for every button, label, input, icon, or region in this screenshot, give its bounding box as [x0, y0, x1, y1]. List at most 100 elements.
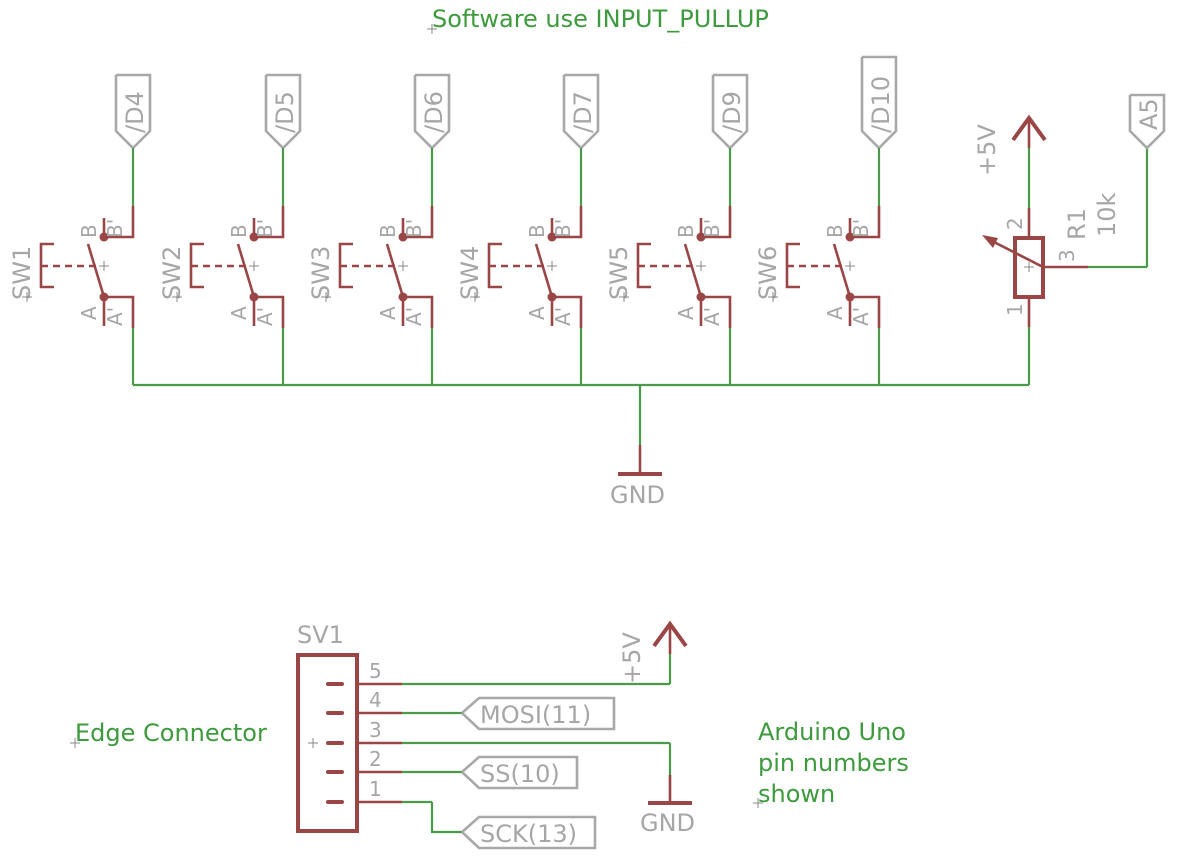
pin-b-dot — [845, 232, 855, 242]
pot-value: 10k — [1093, 192, 1121, 237]
origin-marker-icon — [696, 261, 706, 271]
pin-label-a2: A' — [849, 307, 873, 326]
net-label-d9: /D9 — [711, 73, 749, 150]
origin-marker-icon — [308, 738, 318, 748]
pin-b — [701, 206, 732, 239]
pin-b-dot — [547, 232, 557, 242]
origin-marker-icon — [22, 292, 32, 302]
pin-label-a: A — [525, 306, 549, 320]
pin-b-dot — [398, 232, 408, 242]
connector-pin-2: 2 — [326, 747, 402, 774]
pin-b-dot — [99, 232, 109, 242]
pin-label-b: B — [674, 224, 698, 238]
pot-pin-label-1: 1 — [1003, 303, 1027, 316]
origin-marker-icon — [845, 261, 855, 271]
pin-a — [699, 295, 732, 328]
pot-pin-label-2: 2 — [1003, 217, 1027, 230]
wiper-arrow-line — [989, 238, 1044, 269]
origin-marker-icon — [768, 292, 778, 302]
origin-marker-icon — [753, 798, 763, 808]
pin-label-a2: A' — [700, 307, 724, 326]
ground-bus: GND — [133, 383, 1029, 509]
pin-number: 2 — [369, 747, 382, 771]
gnd-label-2: GND — [640, 809, 695, 837]
wire-sck-route — [430, 802, 462, 834]
pin-label-a: A — [674, 306, 698, 320]
switch-name: SW6 — [754, 246, 782, 300]
origin-marker-icon — [1024, 262, 1034, 272]
connector-pin-3: 3 — [326, 718, 402, 745]
pin-label-b: B — [77, 224, 101, 238]
pin-a — [252, 295, 285, 328]
pin-label-b2: B' — [700, 219, 724, 238]
origin-marker-icon — [470, 292, 480, 302]
switch-name: SW2 — [158, 246, 186, 300]
mosi-label-frame — [461, 696, 616, 731]
pin-label-a2: A' — [253, 307, 277, 326]
origin-marker-icon — [619, 292, 629, 302]
net-label-text: /D10 — [867, 76, 895, 133]
net-label-frame — [562, 73, 600, 150]
net-label-d5: /D5 — [264, 73, 302, 150]
a5-label-frame — [1128, 93, 1166, 150]
switch-name: SW5 — [605, 246, 633, 300]
pin-number: 5 — [369, 659, 382, 683]
origin-marker-icon — [427, 24, 437, 34]
net-label-frame — [114, 73, 152, 150]
pin-a — [102, 295, 135, 328]
origin-marker-icon — [398, 261, 408, 271]
pin-label-b: B — [376, 224, 400, 238]
pin-label-b2: B' — [253, 219, 277, 238]
pin-number: 4 — [369, 688, 382, 712]
arduino-note-line: Arduino Uno — [758, 718, 906, 746]
pin-label-a: A — [77, 306, 101, 320]
net-label-d7: /D7 — [562, 73, 600, 150]
pin-b — [254, 206, 285, 239]
net-label-d10: /D10 — [860, 55, 898, 150]
pin-label-a2: A' — [402, 307, 426, 326]
ss-label-frame — [461, 755, 579, 790]
net-label-text: /D4 — [121, 91, 149, 133]
pin-b — [104, 206, 135, 239]
pin-label-b: B — [525, 224, 549, 238]
a5-label-text: A5 — [1135, 98, 1163, 130]
switch-name: SW1 — [8, 246, 36, 300]
net-label-d6: /D6 — [413, 73, 451, 150]
switch-lever — [534, 243, 554, 298]
pin-b — [403, 206, 434, 239]
origin-marker-icon — [99, 261, 109, 271]
mosi-label-text: MOSI(11) — [480, 701, 591, 729]
pin-a — [848, 295, 881, 328]
wiper-arrow-icon — [982, 235, 998, 248]
pin-label-a2: A' — [103, 307, 127, 326]
sck-label-text: SCK(13) — [480, 820, 577, 848]
pin-b — [850, 206, 881, 239]
origin-marker-icon — [70, 738, 80, 748]
connector-pin-5: 5 — [326, 659, 402, 686]
pin-label-b2: B' — [402, 219, 426, 238]
net-label-text: /D6 — [420, 91, 448, 133]
pin-label-a: A — [823, 306, 847, 320]
pot-pin-label-3: 3 — [1055, 249, 1079, 262]
supply-arrow-icon — [652, 620, 688, 648]
origin-marker-icon — [172, 292, 182, 302]
pin-label-b2: B' — [103, 219, 127, 238]
ss-label-text: SS(10) — [480, 760, 560, 788]
switch-lever — [86, 243, 106, 298]
pin-a — [401, 295, 434, 328]
pin-number: 3 — [369, 718, 382, 742]
pin-b-dot — [696, 232, 706, 242]
net-label-frame — [413, 73, 451, 150]
pin-number: 1 — [369, 777, 382, 801]
pin-label-a: A — [227, 306, 251, 320]
pin-label-a2: A' — [551, 307, 575, 326]
pin-label-b: B — [227, 224, 251, 238]
pin-label-a: A — [376, 306, 400, 320]
